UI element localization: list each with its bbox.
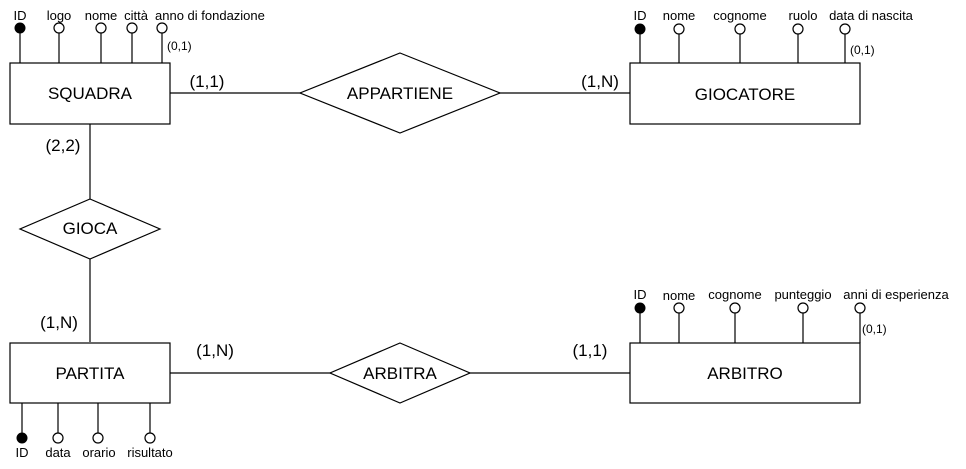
arbitro-esperienza-attr xyxy=(854,302,866,314)
giocatore-id-key xyxy=(634,23,646,35)
giocatore-nome-attr xyxy=(673,23,685,35)
squadra-attr-nome: nome xyxy=(85,8,118,23)
squadra-nome-attr xyxy=(95,22,107,34)
giocatore-attr-cognome: cognome xyxy=(713,8,766,23)
cardinality-giocatore-appartiene: (1,N) xyxy=(581,72,619,91)
cardinality-arbitro-arbitra: (1,1) xyxy=(573,341,608,360)
entity-arbitro-box xyxy=(629,342,861,404)
entity-giocatore-label: GIOCATORE xyxy=(695,85,795,104)
relationship-arbitra-diamond xyxy=(328,342,472,404)
giocatore-attr-ruolo: ruolo xyxy=(789,8,818,23)
partita-attributes: ID data orario risultato xyxy=(16,403,173,460)
entity-squadra[interactable]: SQUADRA xyxy=(9,62,171,125)
relationship-gioca-diamond xyxy=(18,198,162,260)
entity-arbitro[interactable]: ARBITRO xyxy=(629,342,861,404)
arbitro-esperienza-cardinality: (0,1) xyxy=(862,322,887,336)
entity-arbitro-label: ARBITRO xyxy=(707,364,783,383)
entity-squadra-label: SQUADRA xyxy=(48,84,133,103)
partita-attr-risultato: risultato xyxy=(127,445,173,460)
arbitro-punteggio-attr xyxy=(797,302,809,314)
cardinality-partita-arbitra: (1,N) xyxy=(196,341,234,360)
arbitro-attributes: ID nome cognome punteggio anni di esperi… xyxy=(634,287,950,343)
entity-giocatore[interactable]: GIOCATORE xyxy=(629,62,861,125)
entity-giocatore-box xyxy=(629,62,861,125)
squadra-anno-attr xyxy=(156,22,168,34)
relationship-gioca[interactable]: GIOCA xyxy=(18,198,162,260)
squadra-logo-attr xyxy=(53,22,65,34)
giocatore-cognome-attr xyxy=(734,23,746,35)
arbitro-attr-esperienza: anni di esperienza xyxy=(843,287,949,302)
squadra-id-key xyxy=(14,22,26,34)
partita-risultato-attr xyxy=(144,432,156,444)
relationship-appartiene[interactable]: APPARTIENE xyxy=(298,52,502,134)
cardinality-squadra-gioca: (2,2) xyxy=(46,136,81,155)
arbitro-attr-nome: nome xyxy=(663,288,696,303)
relationship-appartiene-diamond xyxy=(298,52,502,134)
giocatore-nascita-attr xyxy=(839,23,851,35)
relationship-gioca-label: GIOCA xyxy=(63,219,118,238)
relationship-appartiene-label: APPARTIENE xyxy=(347,84,453,103)
giocatore-attr-nome: nome xyxy=(663,8,696,23)
partita-attr-data: data xyxy=(45,445,71,460)
squadra-attr-logo: logo xyxy=(47,8,72,23)
entity-partita-label: PARTITA xyxy=(56,364,126,383)
partita-orario-attr xyxy=(92,432,104,444)
giocatore-attr-nascita: data di nascita xyxy=(829,8,914,23)
arbitro-cognome-attr xyxy=(729,302,741,314)
entity-squadra-box xyxy=(9,62,171,125)
giocatore-attr-id: ID xyxy=(634,8,647,23)
partita-id-key xyxy=(16,432,28,444)
partita-attr-id: ID xyxy=(16,445,29,460)
cardinality-squadra-appartiene: (1,1) xyxy=(190,72,225,91)
cardinality-partita-gioca: (1,N) xyxy=(40,313,78,332)
arbitro-attr-cognome: cognome xyxy=(708,287,761,302)
giocatore-nascita-cardinality: (0,1) xyxy=(850,43,875,57)
arbitro-nome-attr xyxy=(673,302,685,314)
giocatore-ruolo-attr xyxy=(792,23,804,35)
squadra-attributes: ID logo nome città anno di fondazione (0… xyxy=(14,8,265,63)
arbitro-id-key xyxy=(634,302,646,314)
partita-data-attr xyxy=(52,432,64,444)
entity-partita[interactable]: PARTITA xyxy=(9,342,171,404)
entity-partita-box xyxy=(9,342,171,404)
giocatore-attributes: ID nome cognome ruolo data di nascita (0… xyxy=(634,8,914,63)
partita-attr-orario: orario xyxy=(82,445,115,460)
arbitro-attr-id: ID xyxy=(634,287,647,302)
squadra-anno-cardinality: (0,1) xyxy=(167,39,192,53)
squadra-attr-anno: anno di fondazione xyxy=(155,8,265,23)
arbitro-attr-punteggio: punteggio xyxy=(774,287,831,302)
squadra-citta-attr xyxy=(126,22,138,34)
relationship-arbitra[interactable]: ARBITRA xyxy=(328,342,472,404)
relationship-arbitra-label: ARBITRA xyxy=(363,364,437,383)
squadra-attr-citta: città xyxy=(124,8,149,23)
squadra-attr-id: ID xyxy=(14,8,27,23)
